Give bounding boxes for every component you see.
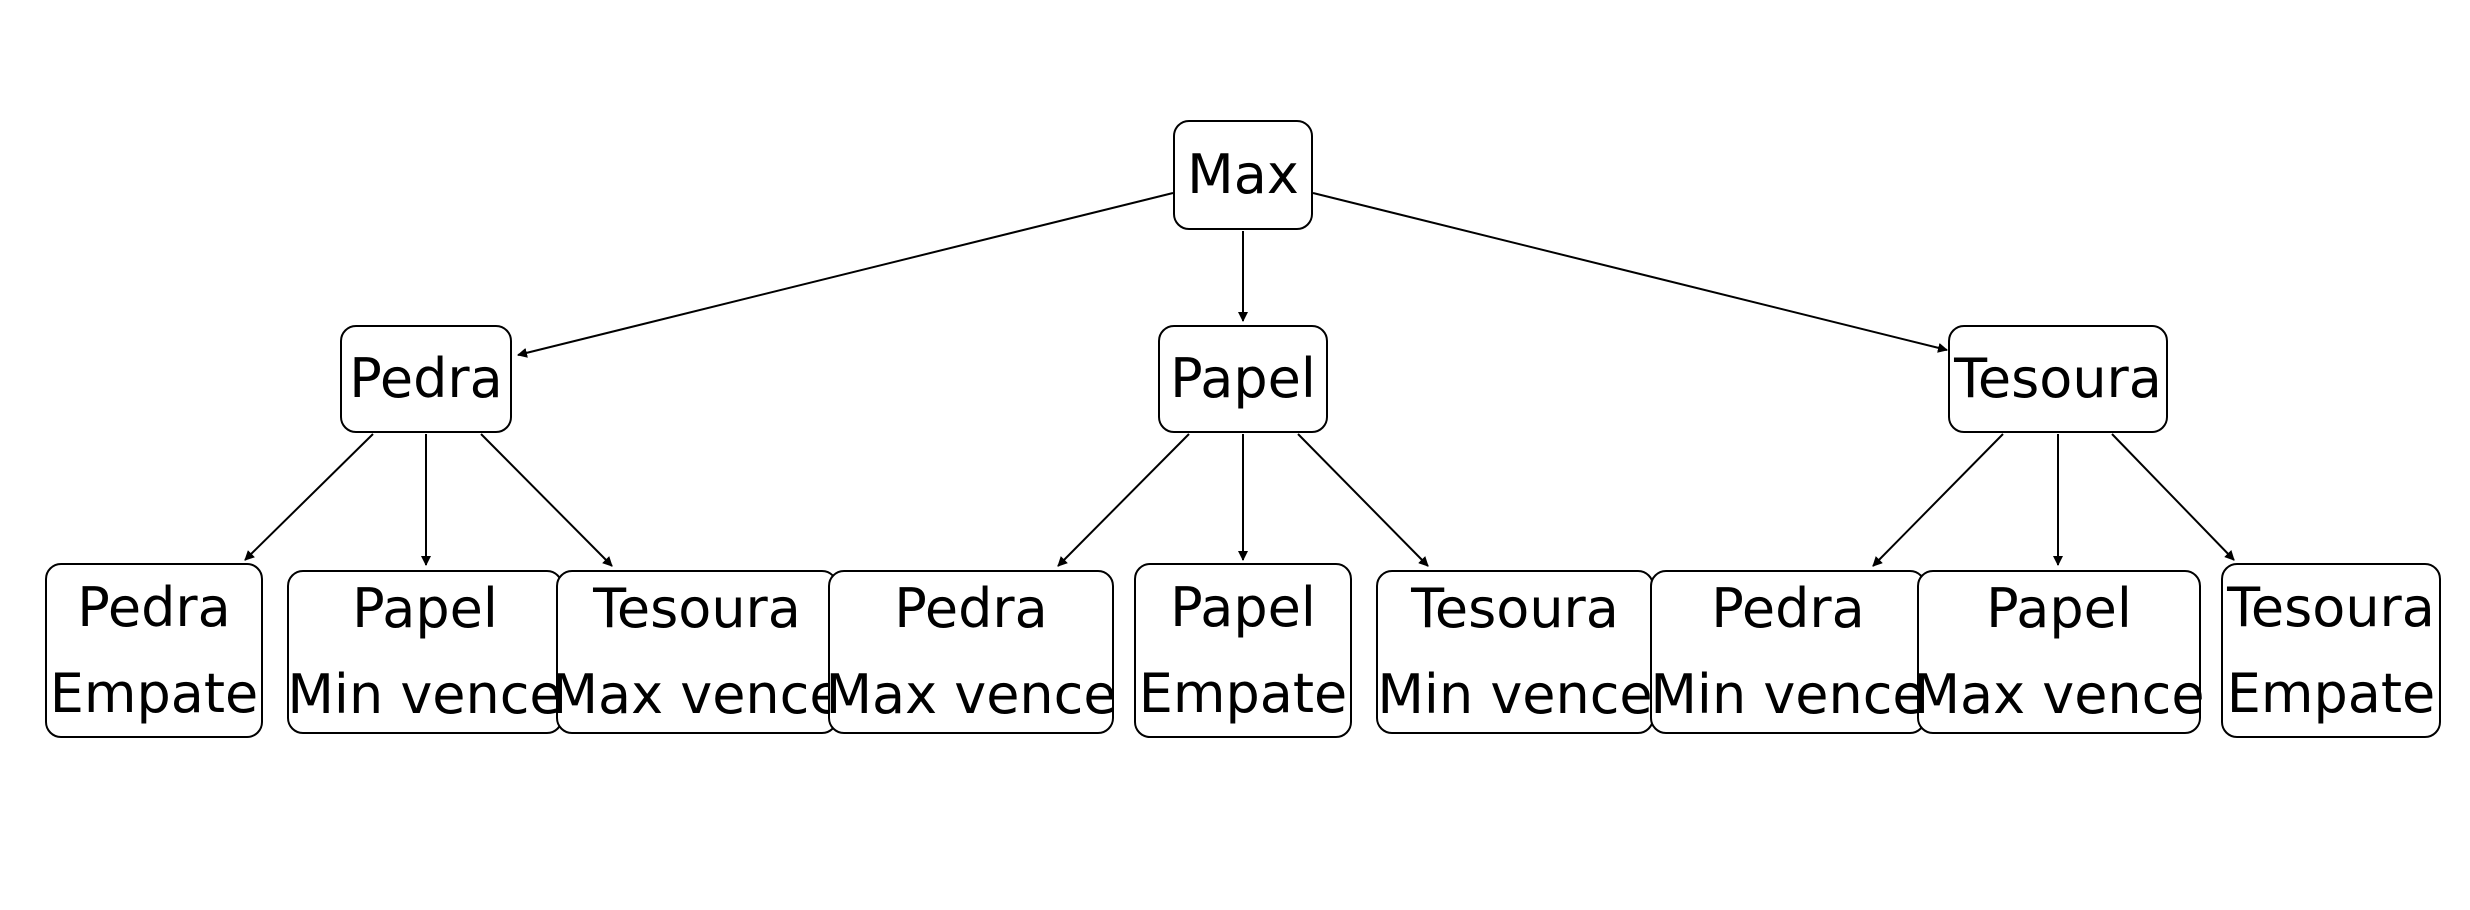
edge-pedra-leaf-3 [480,433,613,567]
leaf-move: Pedra [894,577,1048,640]
leaf-move: Pedra [77,575,231,639]
node-max: Max [1173,120,1313,230]
leaf-node-7: Pedra Min vence [1650,570,1926,734]
leaf-node-5: Papel Empate [1134,563,1352,738]
edge-papel-leaf-4 [1057,433,1190,567]
leaf-result: Min vence [1650,663,1926,726]
leaf-node-2: Papel Min vence [287,570,563,734]
node-papel: Papel [1158,325,1328,433]
node-pedra: Pedra [340,325,512,433]
node-pedra-label: Pedra [349,347,503,410]
leaf-result: Empate [49,661,259,725]
leaf-node-6: Tesoura Min vence [1376,570,1654,734]
leaf-move: Pedra [1711,577,1865,640]
edge-tesoura-leaf-9 [2111,433,2235,561]
leaf-result: Max vence [825,663,1117,726]
edge-max-tesoura [1312,192,1948,353]
leaf-result: Empate [2226,661,2436,725]
node-papel-label: Papel [1170,347,1316,410]
leaf-move: Tesoura [1411,577,1619,640]
node-tesoura: Tesoura [1948,325,2168,433]
leaf-node-4: Pedra Max vence [825,570,1117,734]
leaf-result: Max vence [551,663,843,726]
leaf-node-3: Tesoura Max vence [551,570,843,734]
node-max-label: Max [1187,143,1299,206]
edge-max-pedra [517,192,1174,358]
node-tesoura-label: Tesoura [1954,347,2162,410]
leaf-move: Tesoura [593,577,801,640]
edge-papel-leaf-6 [1297,433,1429,567]
leaf-node-1: Pedra Empate [45,563,263,738]
leaf-result: Min vence [287,663,563,726]
leaf-move: Papel [1170,575,1316,639]
leaf-move: Tesoura [2227,575,2435,639]
leaf-move: Papel [352,577,498,640]
leaf-move: Papel [1986,577,2132,640]
leaf-node-8: Papel Max vence [1913,570,2205,734]
leaf-result: Empate [1138,661,1348,725]
leaf-result: Max vence [1913,663,2205,726]
leaf-node-9: Tesoura Empate [2221,563,2441,738]
edge-tesoura-leaf-7 [1872,433,2004,567]
edge-pedra-leaf-1 [244,433,374,561]
leaf-result: Min vence [1377,663,1653,726]
